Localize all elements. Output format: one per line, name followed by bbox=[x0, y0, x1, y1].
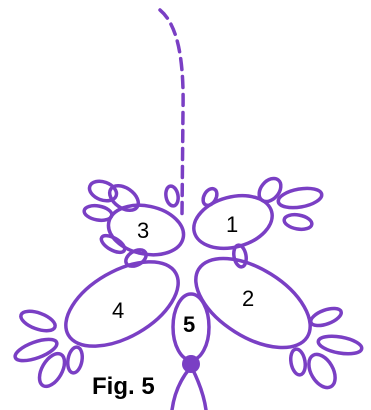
bottom-thread-left bbox=[172, 368, 190, 410]
ring-2-label: 2 bbox=[242, 286, 254, 311]
ring-3-label: 3 bbox=[137, 218, 149, 243]
ring-3-picots bbox=[83, 178, 180, 256]
ring-4-label: 4 bbox=[112, 298, 124, 323]
bead bbox=[182, 355, 200, 373]
ring-5-label: 5 bbox=[183, 312, 195, 337]
ring-1-label: 1 bbox=[226, 212, 238, 237]
dashed-thread bbox=[160, 10, 183, 215]
bottom-thread-right bbox=[192, 368, 206, 410]
ring-4-picots bbox=[13, 246, 149, 390]
figure-caption: Fig. 5 bbox=[92, 373, 155, 400]
ring-2-picots bbox=[289, 305, 363, 392]
ring-1-picots bbox=[200, 174, 323, 268]
